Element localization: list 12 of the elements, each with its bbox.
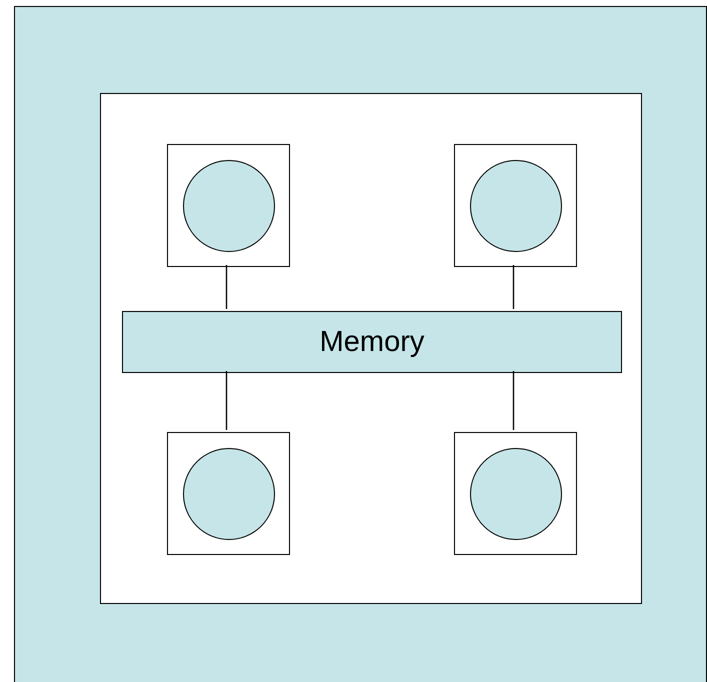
memory-bar bbox=[122, 311, 622, 373]
outer-panel bbox=[14, 6, 707, 682]
square-box bbox=[167, 144, 290, 267]
inner-panel bbox=[100, 93, 642, 604]
square-box bbox=[454, 432, 577, 555]
connector-line bbox=[512, 371, 514, 430]
square-box bbox=[167, 432, 290, 555]
connector-line bbox=[226, 265, 228, 309]
connector-line bbox=[226, 371, 228, 430]
connector-line bbox=[512, 265, 514, 309]
square-box bbox=[454, 144, 577, 267]
bar-label: Memory bbox=[320, 326, 424, 358]
